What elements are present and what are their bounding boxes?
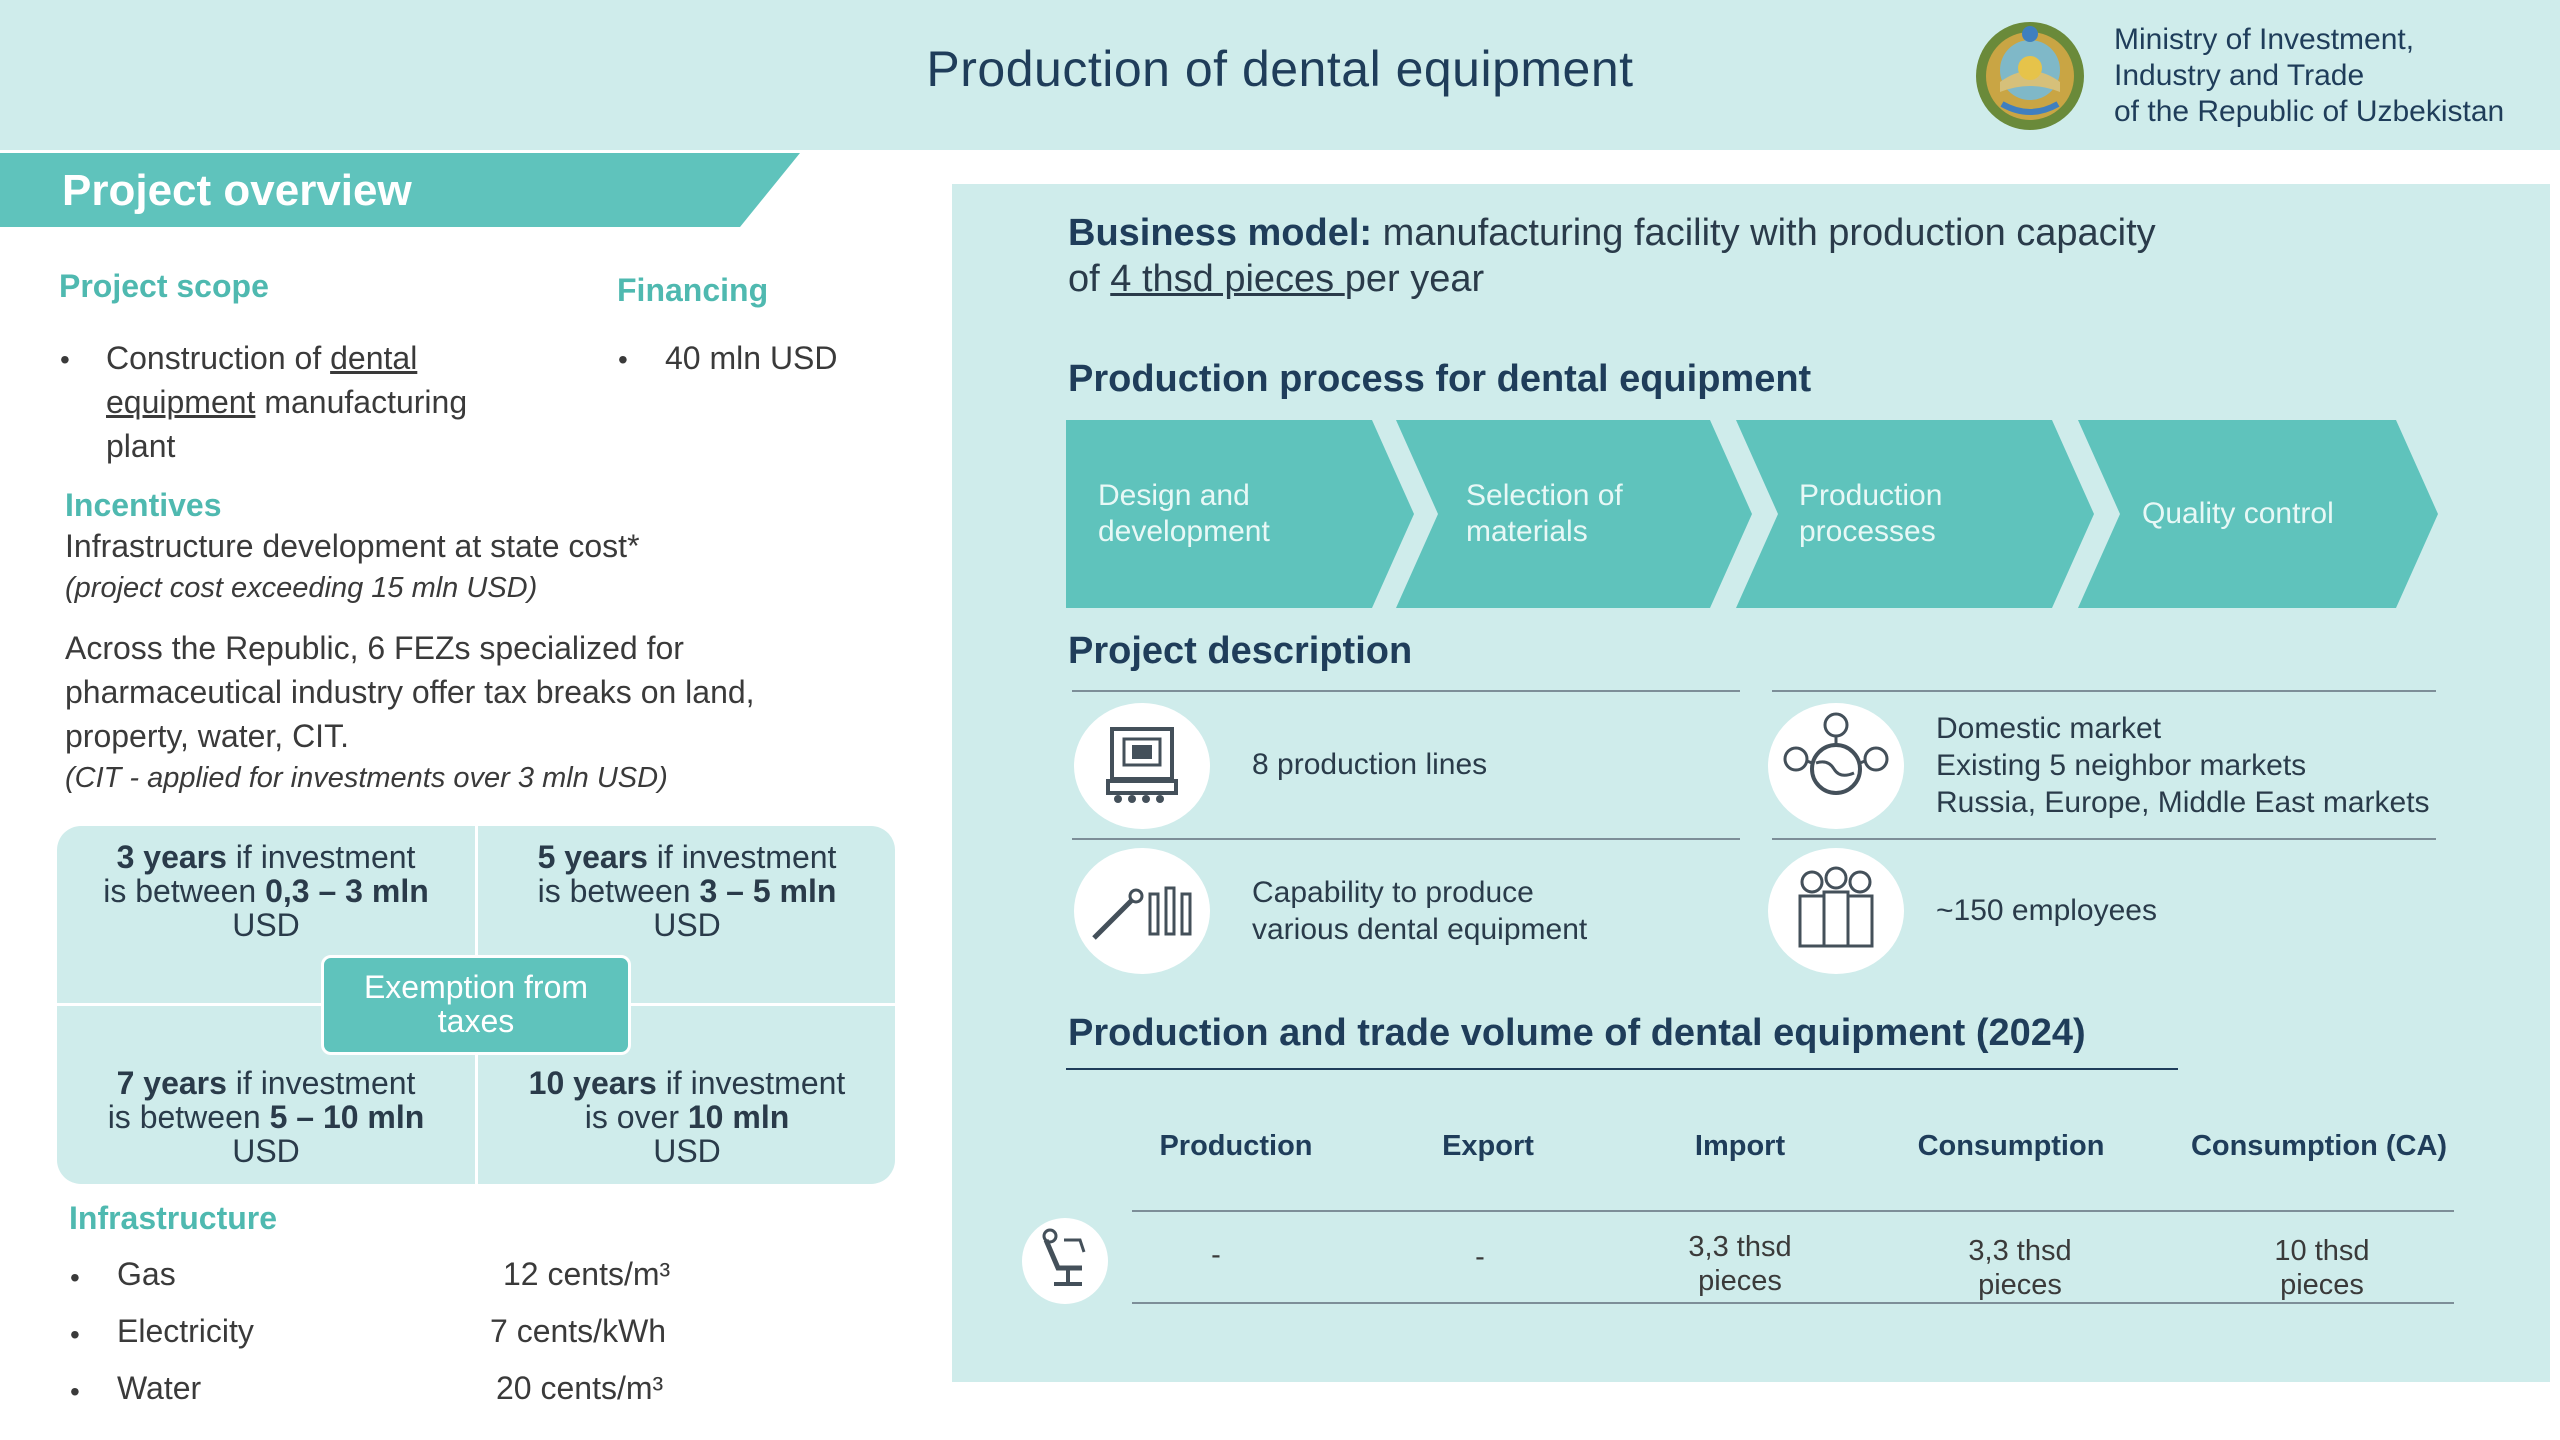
capability-text: Capability to produce various dental equ… bbox=[1252, 876, 1588, 946]
table-cell-export: - bbox=[1475, 1241, 1485, 1273]
scope-text: Construction of dental equipment manufac… bbox=[106, 340, 468, 464]
tax-cell-7-years: 7 years if investment is between 5 – 10 … bbox=[107, 1065, 425, 1169]
dental-chair-icon bbox=[1022, 1218, 1108, 1304]
globe-network-icon bbox=[1768, 703, 1904, 829]
scope-heading: Project scope bbox=[59, 268, 269, 304]
financing-value: 40 mln USD bbox=[665, 340, 838, 376]
incentives-text: Infrastructure development at state cost… bbox=[65, 528, 640, 564]
infra-value: 12 cents/m³ bbox=[503, 1256, 671, 1292]
infrastructure-heading: Infrastructure bbox=[69, 1200, 278, 1236]
divider bbox=[1772, 838, 2436, 840]
table-cell-production: - bbox=[1211, 1239, 1221, 1271]
overview-banner bbox=[0, 153, 800, 227]
fez-note: (CIT - applied for investments over 3 ml… bbox=[65, 762, 668, 794]
bullet: • bbox=[70, 1319, 80, 1350]
header-bar bbox=[0, 0, 2560, 150]
bullet: • bbox=[618, 344, 628, 375]
divider bbox=[1132, 1210, 2454, 1212]
financing-heading: Financing bbox=[617, 272, 769, 308]
infra-label: Water bbox=[117, 1370, 202, 1406]
people-icon bbox=[1768, 848, 1904, 974]
process-step-2 bbox=[1396, 420, 1752, 608]
production-lines-text: 8 production lines bbox=[1252, 748, 1488, 781]
tax-exemption-label: Exemption from taxes bbox=[321, 955, 631, 1055]
incentives-note: (project cost exceeding 15 mln USD) bbox=[65, 572, 538, 604]
column-header: Consumption bbox=[1917, 1130, 2105, 1162]
machine-icon bbox=[1074, 703, 1210, 829]
divider bbox=[1072, 690, 1740, 692]
column-header: Consumption (CA) bbox=[2190, 1130, 2448, 1162]
markets-text: Domestic market Existing 5 neighbor mark… bbox=[1936, 712, 2430, 819]
column-header: Import bbox=[1694, 1130, 1786, 1162]
infra-value: 7 cents/kWh bbox=[490, 1313, 667, 1349]
infra-label: Electricity bbox=[117, 1313, 254, 1349]
bullet: • bbox=[70, 1262, 80, 1293]
infra-label: Gas bbox=[117, 1256, 176, 1292]
ministry-name: Ministry of Investment, Industry and Tra… bbox=[2114, 23, 2505, 128]
incentives-heading: Incentives bbox=[65, 487, 222, 523]
divider bbox=[1072, 838, 1740, 840]
divider bbox=[1132, 1302, 2454, 1304]
overview-title: Project overview bbox=[62, 166, 412, 215]
column-header: Export bbox=[1442, 1130, 1534, 1162]
uzbekistan-emblem-icon bbox=[1972, 20, 2088, 132]
page-title: Production of dental equipment bbox=[926, 41, 1634, 97]
dental-tools-icon bbox=[1074, 848, 1210, 974]
tax-cell-3-years: 3 years if investment is between 0,3 – 3… bbox=[103, 839, 429, 943]
tax-cell-10-years: 10 years if investment is over 10 mln US… bbox=[528, 1065, 846, 1169]
bullet: • bbox=[60, 344, 70, 375]
fez-text: Across the Republic, 6 FEZs specialized … bbox=[65, 630, 755, 754]
infra-value: 20 cents/m³ bbox=[496, 1370, 664, 1406]
employees-text: ~150 employees bbox=[1936, 894, 2157, 927]
divider bbox=[1066, 1068, 2178, 1070]
process-step-label: Quality control bbox=[2142, 497, 2334, 530]
process-heading: Production process for dental equipment bbox=[1068, 358, 1812, 400]
process-step-1 bbox=[1066, 420, 1414, 608]
bullet: • bbox=[70, 1376, 80, 1407]
column-header: Production bbox=[1159, 1130, 1313, 1162]
process-step-3 bbox=[1736, 420, 2094, 608]
tax-cell-5-years: 5 years if investment is between 3 – 5 m… bbox=[537, 839, 837, 943]
business-model: Business model: manufacturing facility w… bbox=[1068, 212, 2156, 300]
volume-heading: Production and trade volume of dental eq… bbox=[1068, 1012, 2086, 1054]
process-step-4 bbox=[2078, 420, 2438, 608]
right-panel bbox=[952, 184, 2550, 1382]
description-heading: Project description bbox=[1068, 630, 1413, 672]
divider bbox=[1772, 690, 2436, 692]
